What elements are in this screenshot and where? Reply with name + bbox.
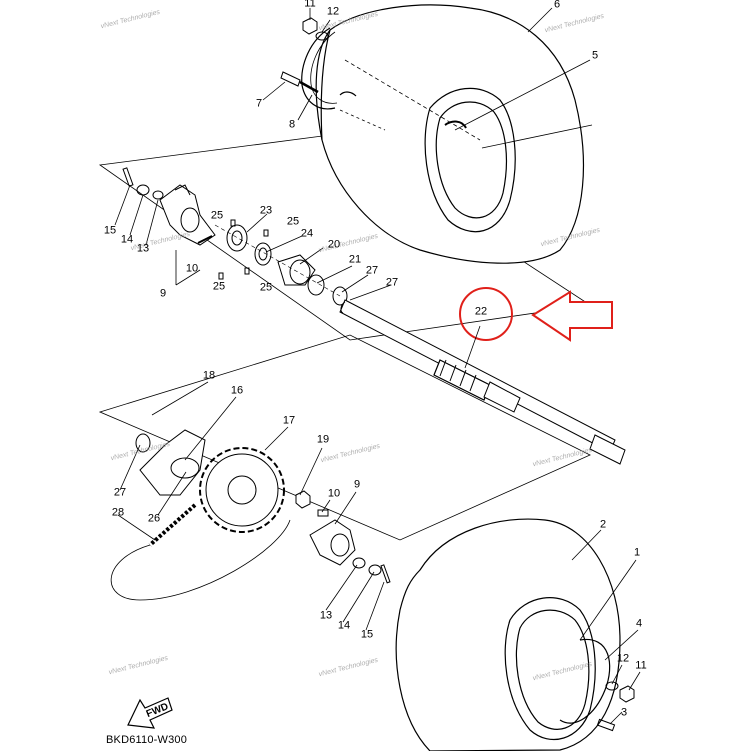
callout-5[interactable]: 5 — [591, 49, 599, 62]
callout-13[interactable]: 13 — [136, 242, 150, 255]
callout-12[interactable]: 12 — [326, 5, 340, 18]
callout-25[interactable]: 25 — [259, 281, 273, 294]
fwd-direction-arrow: FWD — [127, 697, 173, 729]
lower-tire — [395, 518, 621, 751]
rear-axle-shaft — [339, 299, 626, 465]
callout-1[interactable]: 1 — [633, 546, 641, 559]
upper-knuckle-hub — [122, 167, 216, 246]
upper-small-bolts — [197, 219, 269, 280]
upper-bearing-seals — [214, 224, 348, 306]
callout-20[interactable]: 20 — [327, 238, 341, 251]
callout-27[interactable]: 27 — [385, 276, 399, 289]
callout-15[interactable]: 15 — [360, 628, 374, 641]
callout-7[interactable]: 7 — [255, 97, 263, 110]
callout-24[interactable]: 24 — [300, 227, 314, 240]
callout-11[interactable]: 11 — [635, 659, 647, 672]
upper-valve-stem — [280, 71, 319, 94]
callout-18[interactable]: 18 — [202, 369, 216, 382]
callout-12[interactable]: 12 — [616, 652, 630, 665]
callout-10[interactable]: 10 — [185, 262, 199, 275]
highlight-circle — [459, 287, 513, 341]
callout-13[interactable]: 13 — [319, 609, 333, 622]
leader-lines — [114, 7, 641, 725]
lower-bead-ring — [559, 638, 611, 724]
callout-14[interactable]: 14 — [120, 233, 134, 246]
callout-19[interactable]: 19 — [316, 433, 330, 446]
upper-bead-ring — [301, 27, 336, 110]
callout-22[interactable]: 22 — [474, 305, 488, 318]
highlight-arrow — [531, 290, 613, 342]
callout-8[interactable]: 8 — [288, 118, 296, 131]
callout-2[interactable]: 2 — [599, 518, 607, 531]
callout-9[interactable]: 9 — [159, 287, 167, 300]
upper-nut — [302, 17, 329, 41]
callout-25[interactable]: 25 — [210, 209, 224, 222]
callout-15[interactable]: 15 — [103, 224, 117, 237]
callout-14[interactable]: 14 — [337, 619, 351, 632]
lower-valve-nut — [596, 681, 635, 732]
callout-10[interactable]: 10 — [327, 487, 341, 500]
callout-4[interactable]: 4 — [635, 617, 643, 630]
callout-25[interactable]: 25 — [286, 215, 300, 228]
callout-6[interactable]: 6 — [553, 0, 561, 11]
callout-11[interactable]: 11 — [304, 0, 316, 10]
callout-27[interactable]: 27 — [113, 486, 127, 499]
lower-sprocket-hub — [135, 429, 206, 496]
drive-sprocket — [199, 447, 285, 533]
callout-26[interactable]: 26 — [147, 512, 161, 525]
callout-21[interactable]: 21 — [348, 253, 362, 266]
callout-28[interactable]: 28 — [111, 506, 125, 519]
upper-tire — [315, 4, 585, 264]
callout-9[interactable]: 9 — [353, 478, 361, 491]
drive-chain — [110, 503, 291, 601]
callout-16[interactable]: 16 — [230, 384, 244, 397]
callout-25[interactable]: 25 — [212, 280, 226, 293]
callout-3[interactable]: 3 — [620, 706, 628, 719]
callout-27[interactable]: 27 — [365, 264, 379, 277]
callout-23[interactable]: 23 — [259, 204, 273, 217]
callout-17[interactable]: 17 — [282, 414, 296, 427]
diagram-code: BKD6110-W300 — [106, 734, 188, 746]
lower-knuckle-hub — [295, 490, 391, 584]
